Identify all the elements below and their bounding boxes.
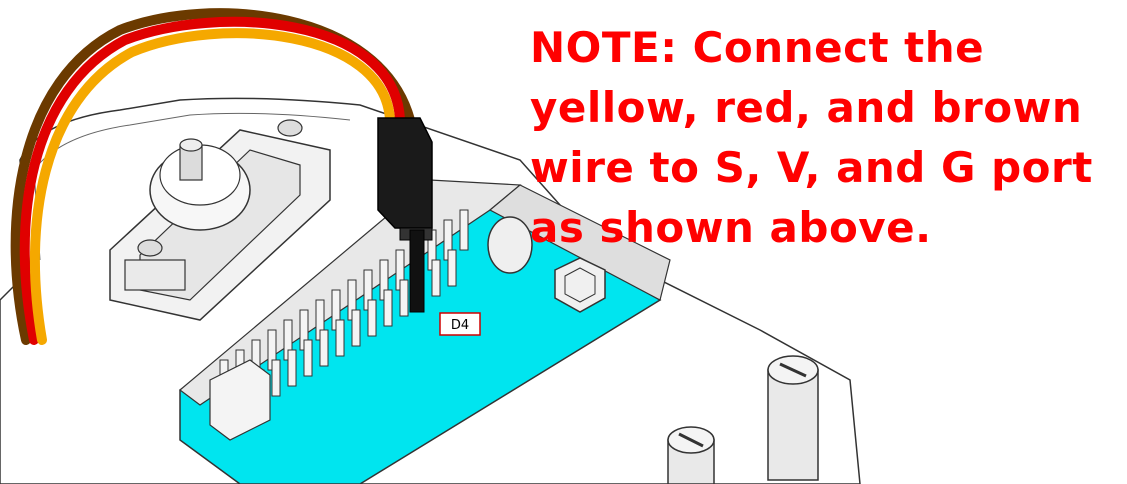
board-connector <box>209 359 271 441</box>
pin-label-text: D4 <box>451 318 469 333</box>
dupont-connector <box>377 117 433 241</box>
round-sensor <box>487 216 533 274</box>
note-text: NOTE: Connect the yellow, red, and brown… <box>530 23 1093 252</box>
servo-motor <box>109 119 331 321</box>
standoff-screw <box>667 426 715 484</box>
board-housing-side <box>488 184 671 301</box>
hex-nut <box>554 257 606 313</box>
pin-label-d4: D4 <box>439 312 481 336</box>
servo-cable <box>10 8 415 345</box>
jumper-lead <box>409 229 425 313</box>
standoff-screw <box>767 355 819 481</box>
